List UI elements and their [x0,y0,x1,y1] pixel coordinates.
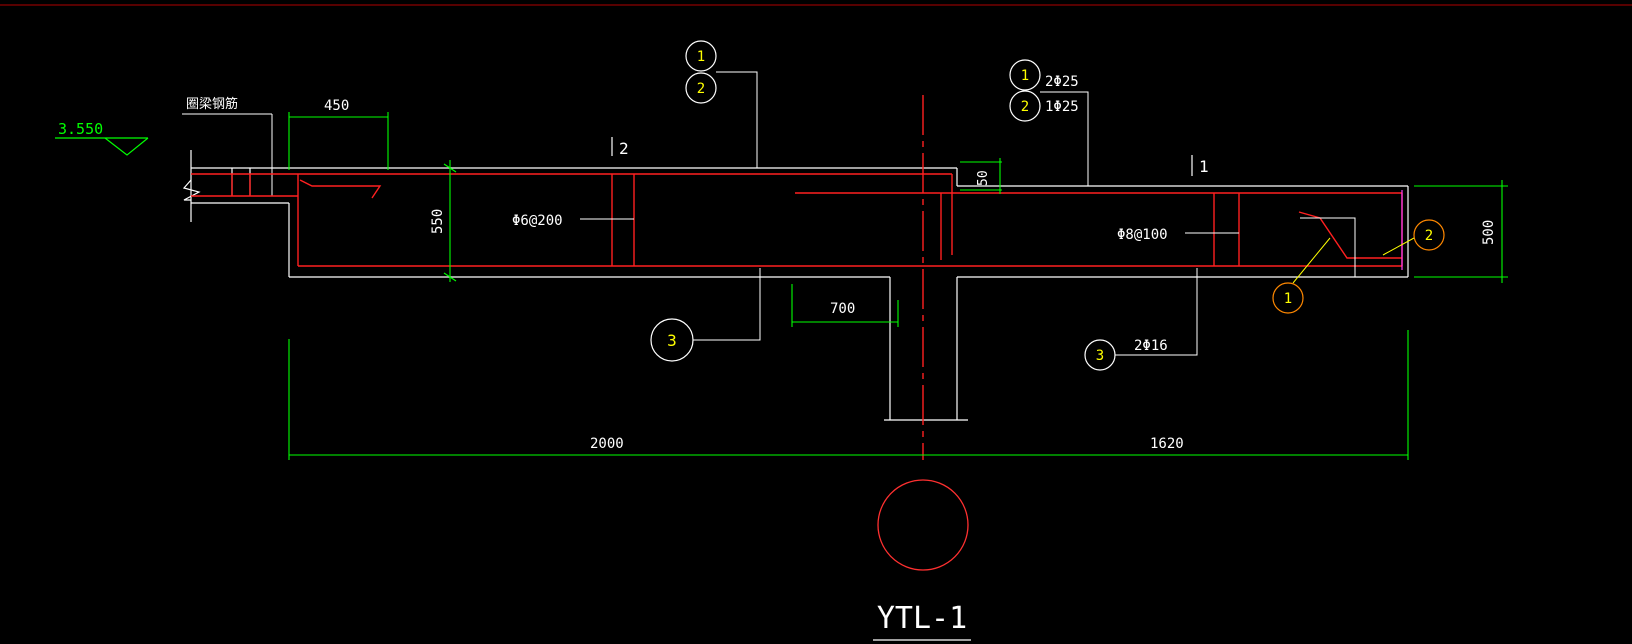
bottom-bar-label: 2Φ16 [1134,338,1168,354]
ring-beam-note: 圈梁钢筋 [186,96,238,112]
bubble-group-top-left: 1 2 [685,40,758,168]
drawing-title: YTL-1 [877,601,967,636]
dim-50: 50 [976,170,991,186]
bubble-group-end: 2 1 [1272,217,1445,314]
rebar-lines [191,95,1403,460]
bubble-1-right: 1 [1021,68,1029,84]
section-mark-1: 1 [1199,157,1209,176]
beam-outline [182,150,1409,421]
bubble-3-left: 3 [667,331,677,350]
bubble-3-right: 3 [1096,348,1104,364]
bubble-2-right: 2 [1021,99,1029,115]
bubble-1-end: 1 [1284,291,1292,307]
bubble-group-top-right: 1 2Φ25 2 1Φ25 [1009,59,1089,186]
section-mark-2: 2 [619,139,629,158]
elevation-label: 3.550 [58,120,103,138]
stirrup-left-label: Φ6@200 [512,213,563,229]
bubble-group-bottom-left: 3 [650,268,761,362]
bubble-2-top: 2 [697,81,705,97]
top-bar-1-label: 2Φ25 [1045,74,1079,90]
dim-550: 550 [430,209,446,234]
top-bar-2-label: 1Φ25 [1045,99,1079,115]
dim-1620: 1620 [1150,436,1184,452]
dim-500: 500 [1481,220,1497,245]
bubble-1-top: 1 [697,49,705,65]
dim-450: 450 [324,98,349,114]
axis-bubble [877,479,969,571]
dim-2000: 2000 [590,436,624,452]
bubble-group-bottom-right: 3 2Φ16 [1084,268,1198,371]
bubble-2-end: 2 [1425,228,1433,244]
dimensions [288,112,1508,460]
dim-700: 700 [830,301,855,317]
elevation-marker: 3.550 [55,120,149,156]
stirrup-right-label: Φ8@100 [1117,227,1168,243]
